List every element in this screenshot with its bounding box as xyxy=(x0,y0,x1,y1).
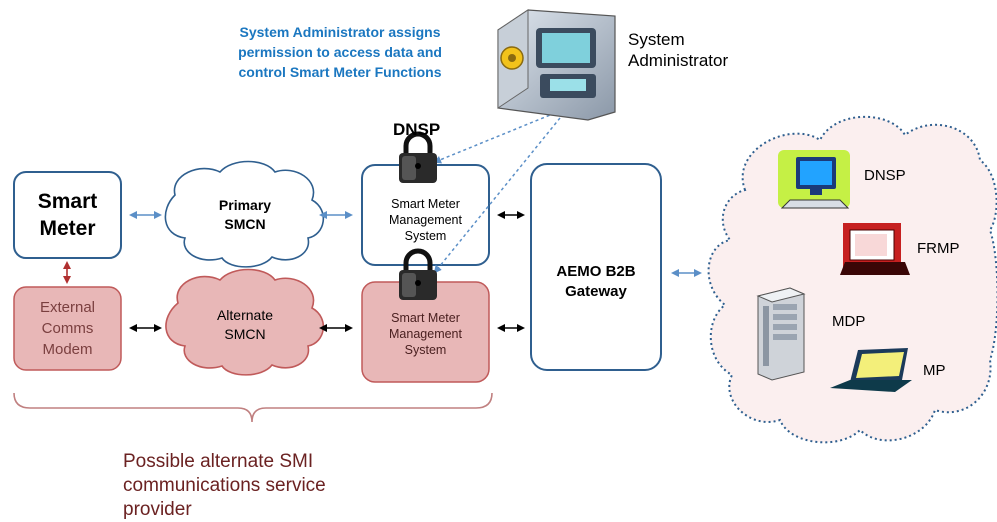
alternate-smcn-cloud xyxy=(165,268,324,376)
aemo-line: Gateway xyxy=(565,283,627,300)
alternate-smcn-line: Alternate xyxy=(216,307,274,323)
bottom-caption-line: provider xyxy=(123,499,192,520)
primary-smcn-line: SMCN xyxy=(224,216,266,232)
smart-meter-label: Smart Meter xyxy=(14,172,121,258)
laptop-red-icon xyxy=(840,223,910,275)
external-modem-line: Comms xyxy=(41,320,94,337)
alternate-smcn-label: Alternate SMCN xyxy=(180,295,310,355)
primary-smcn-cloud xyxy=(164,160,324,268)
smart-meter-box xyxy=(13,171,122,259)
external-modem-box xyxy=(13,286,122,371)
dnsp-lock-label: DNSP xyxy=(393,120,441,139)
bottom-caption: Possible alternate SMI communications se… xyxy=(123,450,326,522)
admin-label-line: System xyxy=(628,30,685,49)
participant-label-frmp: FRMP xyxy=(917,240,960,257)
desktop-computer-icon xyxy=(778,150,850,209)
primary-smcn-label: Primary SMCN xyxy=(180,185,310,245)
smms-alternate-line: System xyxy=(404,343,447,357)
padlock-primary-icon xyxy=(399,131,437,183)
smms-alternate-line: Management xyxy=(389,327,462,341)
admin-caption-line: System Administrator assigns xyxy=(239,24,441,40)
alternate-smcn-line: SMCN xyxy=(224,326,266,342)
smms-alternate-label: Smart Meter Management System xyxy=(362,306,489,362)
external-modem-line: Modem xyxy=(42,341,93,358)
external-modem-label: External Comms Modem xyxy=(14,287,121,370)
smms-primary-line: Smart Meter xyxy=(391,197,460,211)
padlock-alternate-icon xyxy=(399,248,437,300)
participants-cloud xyxy=(707,115,997,444)
bottom-caption-line: communications service xyxy=(123,475,326,496)
participant-label-mp: MP xyxy=(923,362,946,379)
admin-caption: System Administrator assigns permission … xyxy=(210,22,470,82)
admin-caption-line: control Smart Meter Functions xyxy=(238,64,442,80)
server-tower-icon xyxy=(756,287,806,381)
smms-alternate-line: Smart Meter xyxy=(391,311,460,325)
admin-label: System Administrator xyxy=(628,29,728,71)
aemo-gateway-box xyxy=(530,163,662,371)
smms-primary-label: Smart Meter Management System xyxy=(362,192,489,248)
primary-smcn-line: Primary xyxy=(218,197,272,213)
smart-meter-line: Meter xyxy=(39,217,96,240)
admin-arrow-primary xyxy=(433,112,556,164)
participant-label-dnsp: DNSP xyxy=(864,167,906,184)
laptop-yellow-icon xyxy=(830,348,912,392)
external-modem-line: External xyxy=(39,299,96,316)
aemo-line: AEMO B2B xyxy=(556,263,636,280)
smart-meter-line: Smart xyxy=(37,190,98,213)
admin-label-line: Administrator xyxy=(628,51,729,70)
admin-safe-icon xyxy=(497,9,616,121)
admin-caption-line: permission to access data and xyxy=(238,44,442,60)
aemo-gateway-label: AEMO B2B Gateway xyxy=(531,164,661,400)
smms-primary-line: System xyxy=(404,229,447,243)
bottom-caption-line: Possible alternate SMI xyxy=(123,451,314,472)
smms-primary-line: Management xyxy=(389,213,462,227)
provider-brace xyxy=(13,392,493,423)
participant-label-mdp: MDP xyxy=(832,313,866,330)
